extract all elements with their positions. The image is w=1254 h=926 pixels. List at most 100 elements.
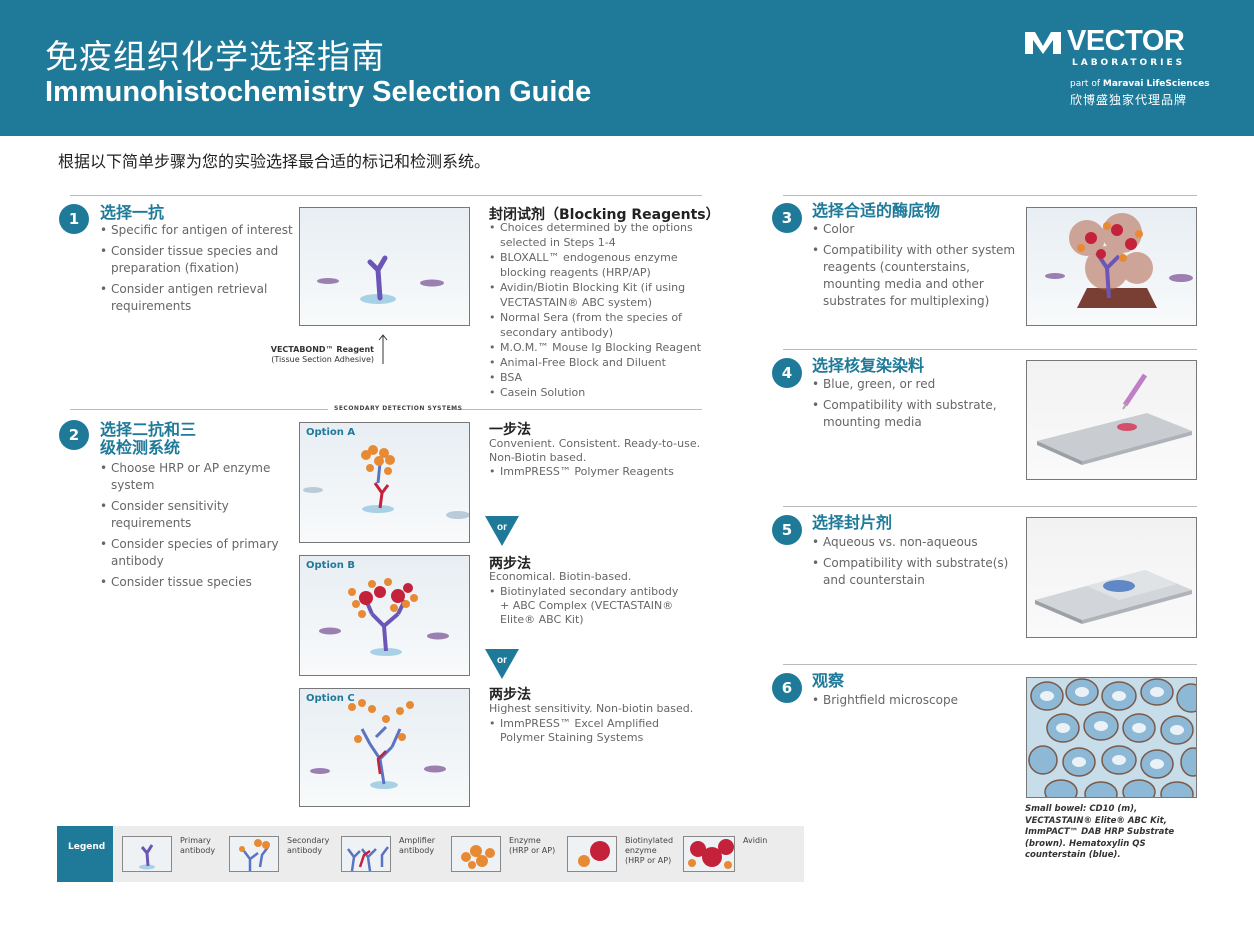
vectabond-label: VECTABOND™ Reagent (Tissue Section Adhes…	[270, 345, 374, 365]
option-a-label: Option A	[306, 427, 356, 438]
blocking-item: Animal-Free Block and Diluent	[489, 355, 704, 370]
blocking-title: 封闭试剂（Blocking Reagents）	[489, 207, 720, 223]
divider	[783, 664, 1197, 665]
option-a-desc: Convenient. Consistent. Ready-to-use. No…	[489, 437, 700, 465]
vectabond-sub: (Tissue Section Adhesive)	[271, 355, 374, 364]
blocking-item: Choices determined by the options select…	[489, 220, 704, 250]
legend-biotinylated-enzyme-icon	[567, 836, 617, 872]
bullet: Compatibility with substrate(s) and coun…	[812, 555, 1017, 589]
option-b-label: Option B	[306, 560, 355, 571]
legend-text: Avidin	[743, 836, 768, 845]
legend-amplifier-antibody-icon	[341, 836, 391, 872]
legend-enzyme-icon	[451, 836, 501, 872]
option-b-desc: Economical. Biotin-based.	[489, 570, 632, 583]
or-arrow-icon: or	[485, 516, 519, 546]
step-1-bullets: Specific for antigen of interest Conside…	[100, 222, 295, 319]
bullet: ImmPRESS™ Polymer Reagents	[489, 465, 699, 479]
or-arrow-icon: or	[485, 649, 519, 679]
legend-primary-antibody-icon	[122, 836, 172, 872]
bullet: Consider tissue species and preparation …	[100, 243, 295, 277]
option-b-bullets: Biotinylated secondary antibody + ABC Co…	[489, 585, 679, 627]
bullet: Biotinylated secondary antibody + ABC Co…	[489, 585, 679, 627]
legend-text: (HRP or AP)	[509, 846, 556, 855]
or-label: or	[497, 655, 507, 666]
blocking-item: Normal Sera (from the species of seconda…	[489, 310, 704, 340]
blocking-item: Avidin/Biotin Blocking Kit (if using VEC…	[489, 280, 704, 310]
step-6-bullets: Brightfield microscope	[812, 692, 1012, 713]
legend-item-avidin: Avidin	[743, 836, 767, 846]
logo-part-of: part of Maravai LifeSciences	[1070, 79, 1210, 89]
vector-logo: VECTOR LABORATORIES part of Maravai Life…	[1025, 25, 1210, 109]
bullet: Compatibility with other system reagents…	[812, 242, 1017, 310]
bullet: Color	[812, 221, 1017, 238]
arrow-up-icon	[378, 334, 388, 364]
option-b-heading: 两步法	[489, 556, 531, 572]
legend-text: Biotinylated	[625, 836, 674, 845]
step-number-3: 3	[772, 203, 802, 233]
blocking-item: BLOXALL™ endogenous enzyme blocking reag…	[489, 250, 704, 280]
step-number-1: 1	[59, 204, 89, 234]
legend-text: (HRP or AP)	[625, 856, 672, 865]
option-a-image: Option A	[299, 422, 470, 543]
page-title-cn: 免疫组织化学选择指南	[45, 37, 385, 76]
divider	[70, 409, 328, 410]
legend-secondary-antibody-icon	[229, 836, 279, 872]
legend-text: enzyme	[625, 846, 657, 855]
step-title-4: 选择核复染染料	[812, 356, 925, 375]
step-number-2: 2	[59, 420, 89, 450]
bullet: Choose HRP or AP enzyme system	[100, 460, 280, 494]
logo-sub: LABORATORIES	[1072, 58, 1186, 68]
legend-text: Secondary	[287, 836, 330, 845]
bullet: ImmPRESS™ Excel Amplified Polymer Staini…	[489, 717, 679, 745]
blocking-item: BSA	[489, 370, 704, 385]
bullet: Specific for antigen of interest	[100, 222, 295, 239]
blocking-item: M.O.M.™ Mouse Ig Blocking Reagent	[489, 340, 704, 355]
option-a-heading: 一步法	[489, 422, 531, 438]
option-a-bullets: ImmPRESS™ Polymer Reagents	[489, 465, 699, 479]
vector-logo-mark-icon	[1025, 32, 1061, 54]
bullet: Consider tissue species	[100, 574, 280, 591]
bullet: Consider antigen retrieval requirements	[100, 281, 295, 315]
divider	[783, 349, 1197, 350]
divider	[70, 195, 702, 196]
option-c-heading: 两步法	[489, 687, 531, 703]
step-title-2-line2: 级检测系统	[100, 438, 181, 457]
option-b-image: Option B	[299, 555, 470, 676]
counterstain-image	[1026, 360, 1197, 480]
step-number-5: 5	[772, 515, 802, 545]
legend-text: antibody	[287, 846, 323, 855]
bullet: Consider species of primary antibody	[100, 536, 280, 570]
legend-item-enzyme: Enzyme(HRP or AP)	[509, 836, 555, 856]
bullet: Blue, green, or red	[812, 376, 1012, 393]
divider	[447, 409, 702, 410]
step-2-bullets: Choose HRP or AP enzyme system Consider …	[100, 460, 280, 595]
blocking-item: Casein Solution	[489, 385, 704, 400]
step-title-5: 选择封片剂	[812, 513, 893, 532]
vectabond-name: VECTABOND™ Reagent	[270, 345, 374, 354]
bullet: Brightfield microscope	[812, 692, 1012, 709]
legend-title: Legend	[57, 826, 113, 882]
primary-antibody-image	[299, 207, 470, 326]
bullet: Aqueous vs. non-aqueous	[812, 534, 1017, 551]
step-5-bullets: Aqueous vs. non-aqueous Compatibility wi…	[812, 534, 1017, 593]
logo-part-brand: Maravai LifeSciences	[1102, 79, 1210, 89]
bullet: Consider sensitivity requirements	[100, 498, 280, 532]
step-4-bullets: Blue, green, or red Compatibility with s…	[812, 376, 1012, 435]
option-c-desc: Highest sensitivity. Non-biotin based.	[489, 702, 694, 715]
option-c-image: Option C	[299, 688, 470, 807]
divider	[783, 195, 1197, 196]
step-title-1: 选择一抗	[100, 203, 165, 222]
page-title-en: Immunohistochemistry Selection Guide	[45, 76, 592, 108]
bullet: Compatibility with substrate, mounting m…	[812, 397, 1012, 431]
image-caption: Small bowel: CD10 (m), VECTASTAIN® Elite…	[1025, 804, 1175, 860]
substrate-image	[1026, 207, 1197, 326]
step-title-3: 选择合适的酶底物	[812, 201, 941, 220]
step-3-bullets: Color Compatibility with other system re…	[812, 221, 1017, 314]
step-title-2-line1: 选择二抗和三	[100, 420, 197, 439]
legend-text: antibody	[399, 846, 435, 855]
step-title-6: 观察	[812, 671, 845, 690]
